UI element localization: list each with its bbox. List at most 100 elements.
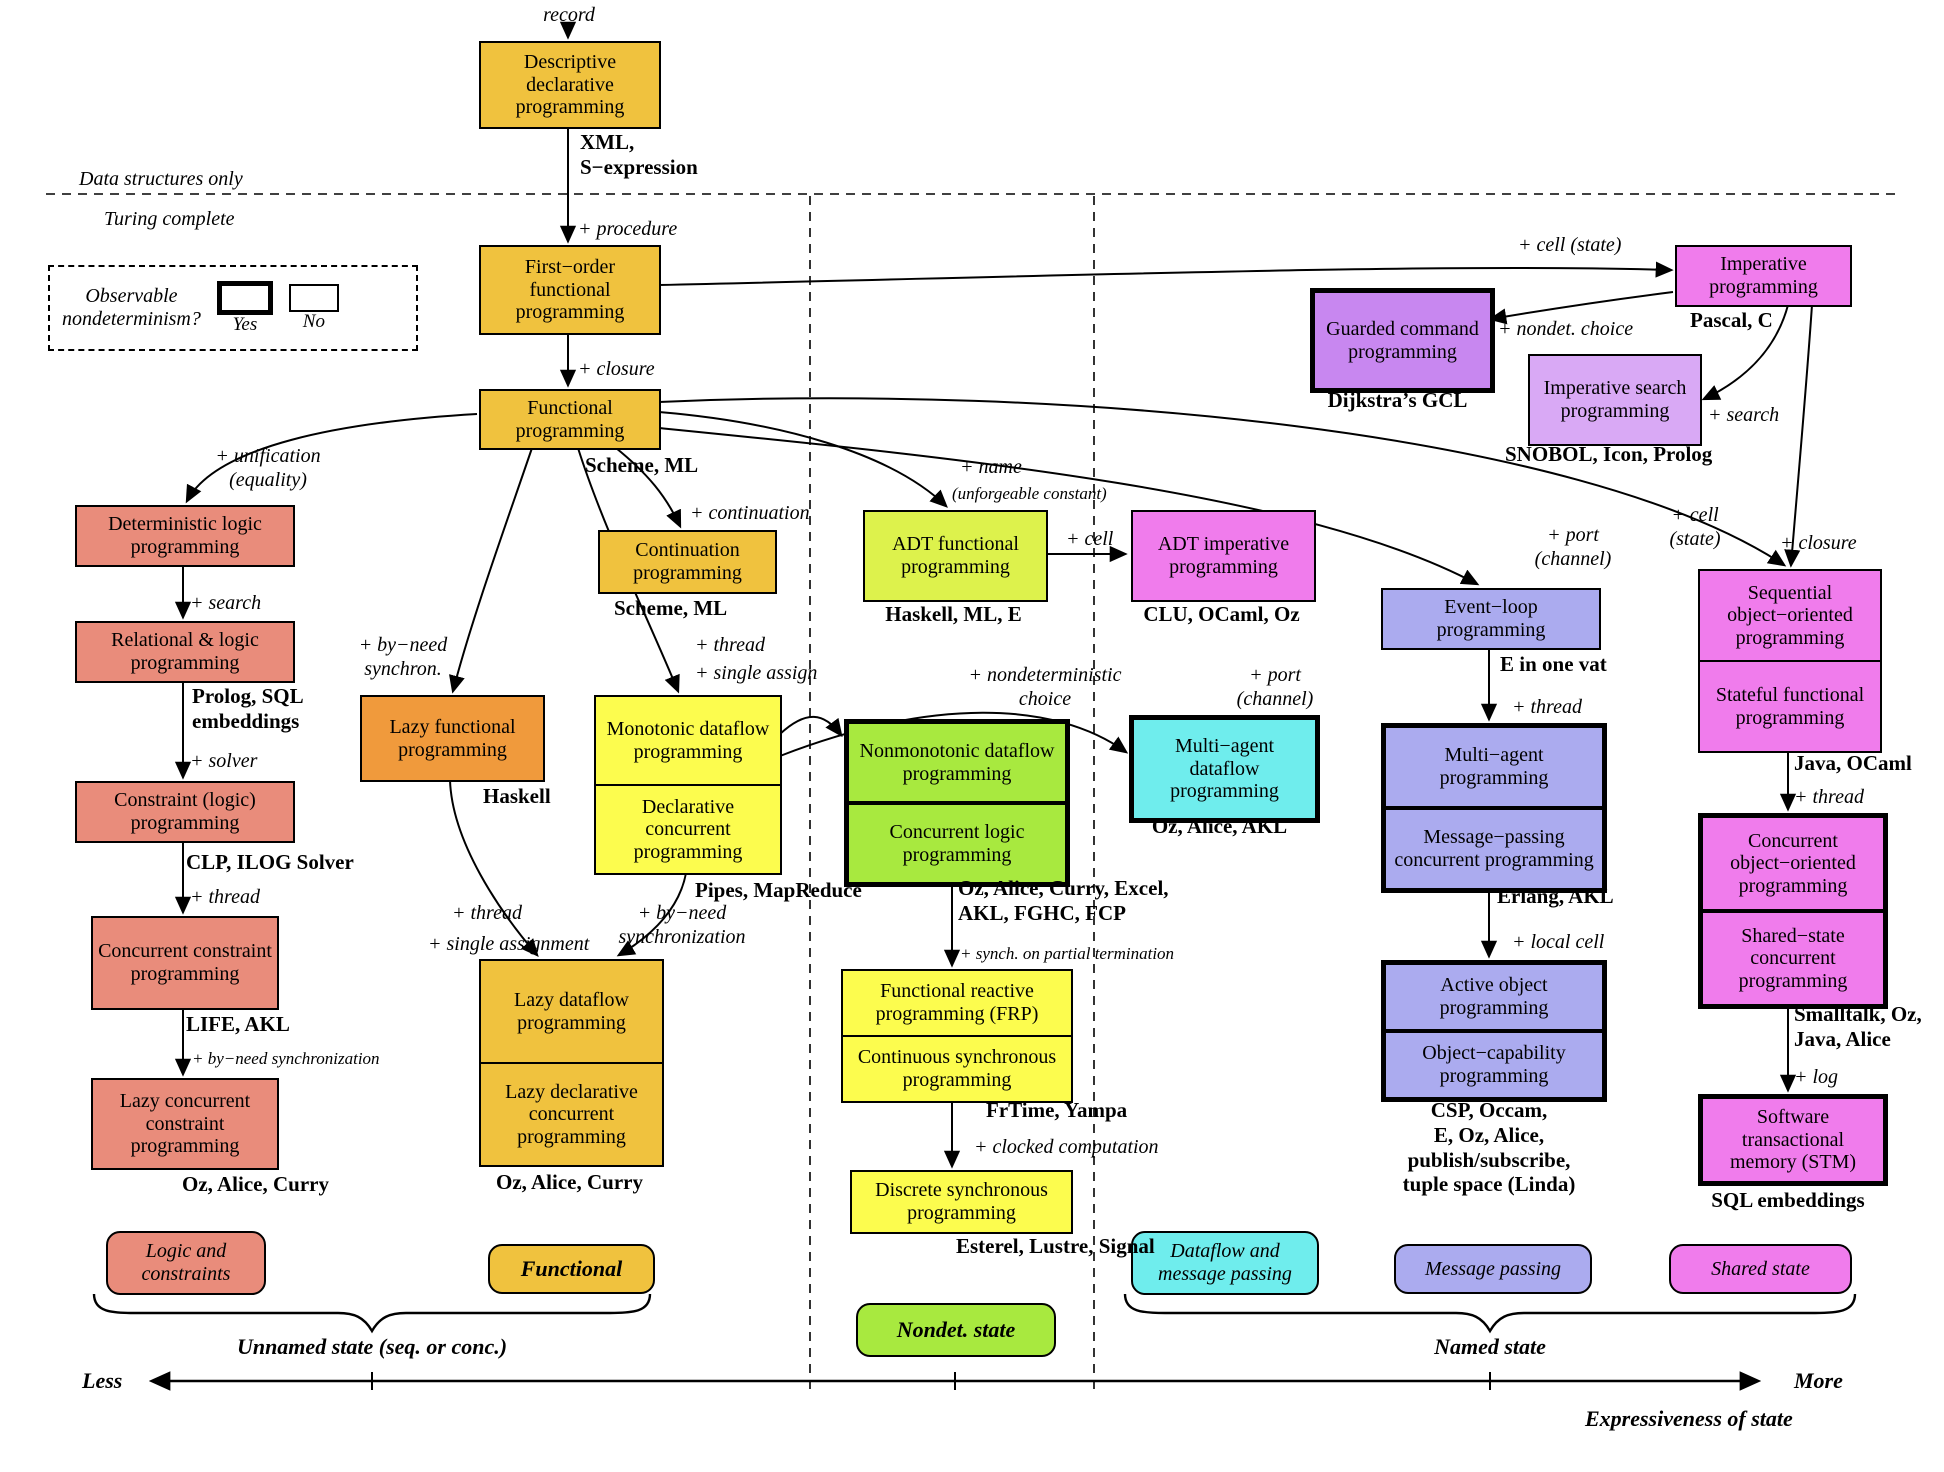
chip-functional-label: Functional	[520, 1255, 623, 1281]
chip-nondet-state: Nondet. state	[856, 1303, 1056, 1357]
chip-shared-state: Shared state	[1669, 1244, 1852, 1294]
constraint-logic-box-label: Constraint (logic) programming	[114, 789, 256, 834]
guarded-command-box-label: Guarded command programming	[1326, 317, 1479, 363]
sequential-oo-box-label: Stateful functional programming	[1700, 660, 1880, 751]
plus-byneed-label-1: + by−need synchronization	[192, 1049, 380, 1068]
adt-imperative-box-label: ADT imperative programming	[1157, 533, 1290, 578]
multi-agent-dataflow-box-label: Multi−agent dataflow programming	[1170, 735, 1279, 803]
plus-thread-label-4: + thread	[1512, 696, 1582, 718]
plus-cell-state-label-2: + cell(state)	[1669, 504, 1721, 550]
plus-thread-label-2: + thread	[695, 634, 765, 656]
plus-port-label-2: + port(channel)	[1534, 524, 1612, 570]
monotonic-dataflow-box-label: Monotonic dataflow programming	[606, 717, 770, 763]
active-object-box-label: Object−capability programming	[1386, 1029, 1602, 1097]
lazy-dataflow-box-label: Lazy declarative concurrent programming	[481, 1062, 662, 1165]
frp-box: Functional reactive programming (FRP)Con…	[841, 969, 1073, 1103]
imperative-box: Imperative programming	[1675, 245, 1852, 307]
plus-name-label: + name	[960, 456, 1022, 478]
concurrent-constraint-box: Concurrent constraint programming	[91, 916, 279, 1010]
less-label: Less	[82, 1368, 123, 1393]
brace-named-state	[1123, 1293, 1857, 1334]
life-akl-label: LIFE, AKL	[186, 1012, 290, 1036]
deterministic-logic-box-label: Deterministic logic programming	[108, 513, 262, 558]
active-object-box-label: Active object programming	[1439, 974, 1549, 1019]
plus-single-assignment-label: + single assignment	[428, 933, 590, 955]
first-order-functional-box: First−order functional programming	[479, 245, 661, 335]
observable-nondeterminism-question: Observable nondeterminism?	[62, 285, 201, 331]
clp-ilog-label: CLP, ILOG Solver	[186, 850, 354, 874]
nonmonotonic-dataflow-box-label: Nonmonotonic dataflow programming	[859, 739, 1055, 785]
plus-unification-label: + unification(equality)	[215, 445, 321, 491]
pipes-mapreduce-label: Pipes, MapReduce	[695, 878, 862, 902]
observable-yes-label: Yes	[232, 313, 258, 335]
arrow-functional-to-eventloop	[658, 427, 1480, 586]
plus-procedure-label: + procedure	[578, 218, 678, 240]
plus-clocked-label: + clocked computation	[974, 1136, 1159, 1158]
constraint-logic-box: Constraint (logic) programming	[75, 781, 295, 843]
plus-local-cell-label: + local cell	[1512, 931, 1605, 953]
observable-nondeterminism-legend: Observable nondeterminism? Yes No	[48, 265, 418, 351]
arrow-monotonic-to-lazydataflow	[616, 872, 687, 957]
guarded-command-box: Guarded command programming	[1310, 288, 1495, 393]
multi-agent-dataflow-box: Multi−agent dataflow programming	[1129, 715, 1320, 823]
esterel-label: Esterel, Lustre, Signal	[956, 1234, 1155, 1258]
plus-port-label-1: + port(channel)	[1236, 664, 1314, 710]
stm-box-label: Software transactional memory (STM)	[1729, 1106, 1857, 1174]
imperative-search-box: Imperative search programming	[1528, 354, 1702, 446]
functional-box-label: Functional programming	[515, 396, 625, 442]
java-ocaml-label: Java, OCaml	[1794, 751, 1912, 775]
arrow-imperative-to-guarded	[1488, 291, 1674, 325]
arrow-lazyfunctional-to-lazydataflow	[449, 779, 539, 958]
lazy-dataflow-box-label: Lazy dataflow programming	[514, 988, 629, 1034]
plus-thread-label-1: + thread	[190, 886, 260, 908]
more-label: More	[1794, 1368, 1843, 1393]
thick-border-sample-box	[216, 280, 273, 315]
brace-unnamed-state	[92, 1293, 652, 1334]
functional-box: Functional programming	[479, 389, 661, 450]
continuation-box: Continuation programming	[598, 530, 777, 594]
unforgeable-label: (unforgeable constant)	[952, 484, 1107, 503]
frp-box-label: Functional reactive programming (FRP)	[875, 980, 1039, 1025]
event-loop-box-label: Event−loop programming	[1436, 596, 1546, 641]
lazy-functional-box-label: Lazy functional programming	[389, 715, 516, 761]
snobol-label: SNOBOL, Icon, Prolog	[1505, 442, 1713, 466]
discrete-synchronous-box: Discrete synchronous programming	[850, 1170, 1073, 1234]
thin-border-sample-box	[288, 283, 339, 312]
lazy-functional-box: Lazy functional programming	[360, 695, 545, 782]
observable-line1: Observable	[85, 285, 178, 307]
chip-functional: Functional	[488, 1244, 655, 1294]
chip-message-passing: Message passing	[1394, 1244, 1592, 1294]
plus-single-assign-label: + single assign	[695, 662, 818, 684]
arrow-functional-to-detlogic	[185, 413, 478, 504]
chip-shared-state-label: Shared state	[1711, 1257, 1810, 1280]
adt-functional-box: ADT functional programming	[863, 510, 1048, 602]
adt-imperative-box: ADT imperative programming	[1131, 510, 1316, 602]
plus-log-label: + log	[1794, 1066, 1839, 1088]
plus-continuation-label: + continuation	[690, 502, 810, 524]
plus-cell-state-label-1: + cell (state)	[1518, 234, 1622, 256]
oz-alice-akl-label: Oz, Alice, AKL	[1151, 814, 1288, 838]
xml-sexpression-label: XML,S−expression	[580, 130, 698, 179]
oz-alice-curry-label-1: Oz, Alice, Curry	[182, 1172, 329, 1196]
stm-box: Software transactional memory (STM)	[1698, 1094, 1888, 1186]
chip-message-passing-label: Message passing	[1424, 1257, 1562, 1280]
lazy-concurrent-constraint-box-label: Lazy concurrent constraint programming	[119, 1090, 251, 1158]
adt-functional-box-label: ADT functional programming	[892, 533, 1019, 578]
observable-no-label: No	[302, 310, 325, 332]
dijkstra-gcl-label: Dijkstra’s GCL	[1327, 388, 1468, 412]
observable-line2: nondeterminism?	[62, 308, 201, 330]
relational-logic-box-label: Relational & logic programming	[111, 629, 259, 674]
expressiveness-label: Expressiveness of state	[1585, 1406, 1793, 1431]
lazy-concurrent-constraint-box: Lazy concurrent constraint programming	[91, 1078, 279, 1170]
sql-embeddings-label: SQL embeddings	[1711, 1188, 1865, 1212]
record-label: record	[543, 4, 595, 26]
descriptive-declarative-box-label: Descriptive declarative programming	[515, 51, 625, 119]
scheme-ml-label-2: Scheme, ML	[614, 596, 728, 620]
named-state-label: Named state	[1434, 1334, 1546, 1359]
